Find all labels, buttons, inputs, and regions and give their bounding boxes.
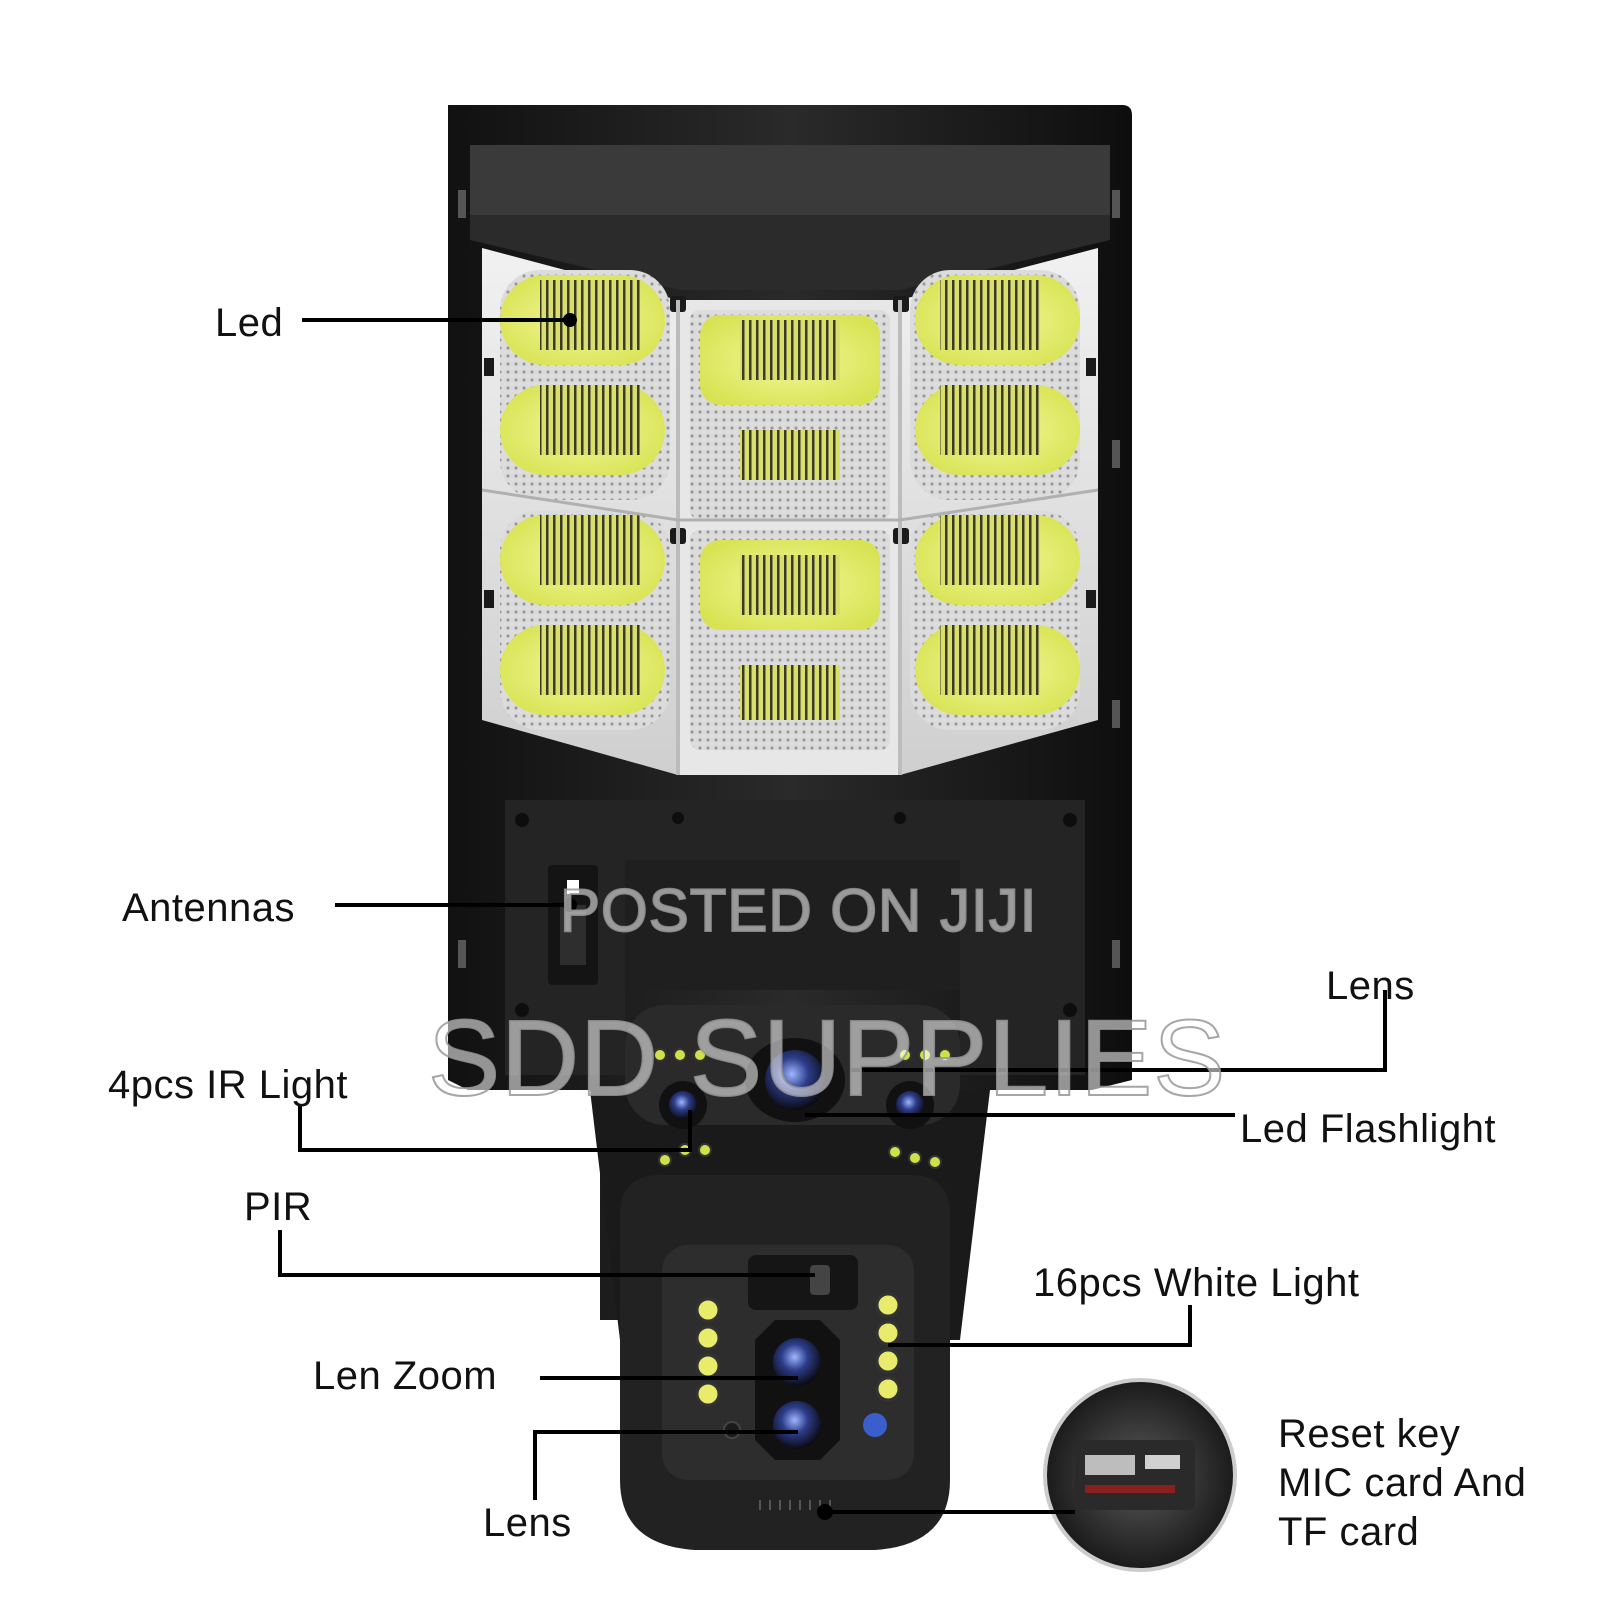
watermark-posted-on-jiji: POSTED ON JIJI: [559, 876, 1038, 945]
antenna-module: [548, 865, 598, 985]
camera-lower-head: [620, 1175, 950, 1550]
label-pir: PIR: [244, 1185, 313, 1229]
pir-sensor: [748, 1255, 858, 1310]
label-antennas: Antennas: [122, 886, 296, 930]
leader-ir-light: [298, 1105, 692, 1152]
label-len-zoom: Len Zoom: [313, 1354, 498, 1398]
zoom-lens: [755, 1320, 840, 1460]
label-white-light: 16pcs White Light: [1033, 1261, 1360, 1305]
white-light-right: [875, 1292, 901, 1402]
ir-light-cluster: [653, 1048, 952, 1169]
label-reset-line-2: MIC card And: [1278, 1460, 1527, 1505]
card-slot-inset: [1043, 1378, 1237, 1572]
label-reset-key-card: Reset key MIC card And TF card: [1278, 1410, 1526, 1556]
label-led: Led: [215, 301, 284, 345]
label-reset-line-1: Reset key: [1278, 1412, 1461, 1456]
leader-white-light: [888, 1305, 1192, 1347]
speaker-grille: [759, 1500, 831, 1510]
label-lens-top: Lens: [1326, 964, 1415, 1008]
status-led: [863, 1413, 887, 1437]
watermark-sdd-supplies: SDD SUPPLIES: [427, 996, 1227, 1119]
label-lens-bottom: Lens: [483, 1501, 572, 1545]
leader-lens-top: [850, 990, 1387, 1072]
label-led-flashlight: Led Flashlight: [1240, 1107, 1497, 1151]
label-ir-light: 4pcs IR Light: [108, 1063, 348, 1107]
leader-pir: [278, 1230, 815, 1277]
label-reset-line-3: TF card: [1278, 1509, 1420, 1554]
leader-lines: [278, 313, 1387, 1520]
leader-lens-bottom: [533, 1430, 798, 1500]
top-center-lens: [745, 1038, 845, 1122]
led-panel: [481, 248, 1099, 775]
